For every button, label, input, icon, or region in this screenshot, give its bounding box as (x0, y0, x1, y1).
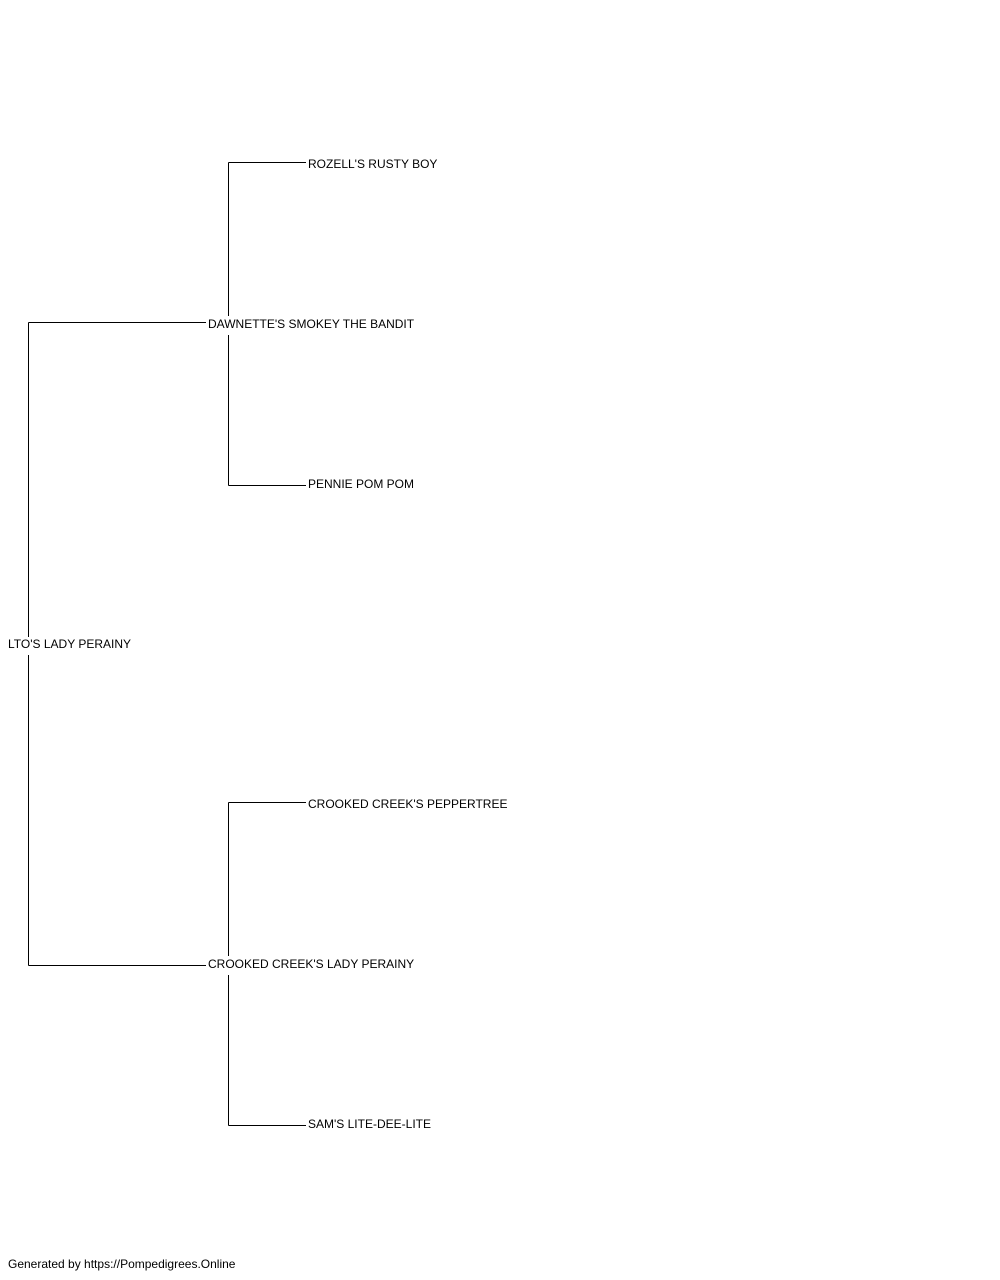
dam-name: CROOKED CREEK'S LADY PERAINY (208, 957, 415, 971)
sire-name: DAWNETTE'S SMOKEY THE BANDIT (208, 317, 415, 331)
dam-sire-name: CROOKED CREEK'S PEPPERTREE (308, 797, 508, 811)
sire-sire-name: ROZELL'S RUSTY BOY (308, 157, 438, 171)
subject-name: LTO'S LADY PERAINY (8, 637, 132, 651)
generated-by-credit: Generated by https://Pompedigrees.Online (8, 1257, 236, 1271)
dam-dam-name: SAM'S LITE-DEE-LITE (308, 1117, 431, 1131)
sire-dam-name: PENNIE POM POM (308, 477, 415, 491)
